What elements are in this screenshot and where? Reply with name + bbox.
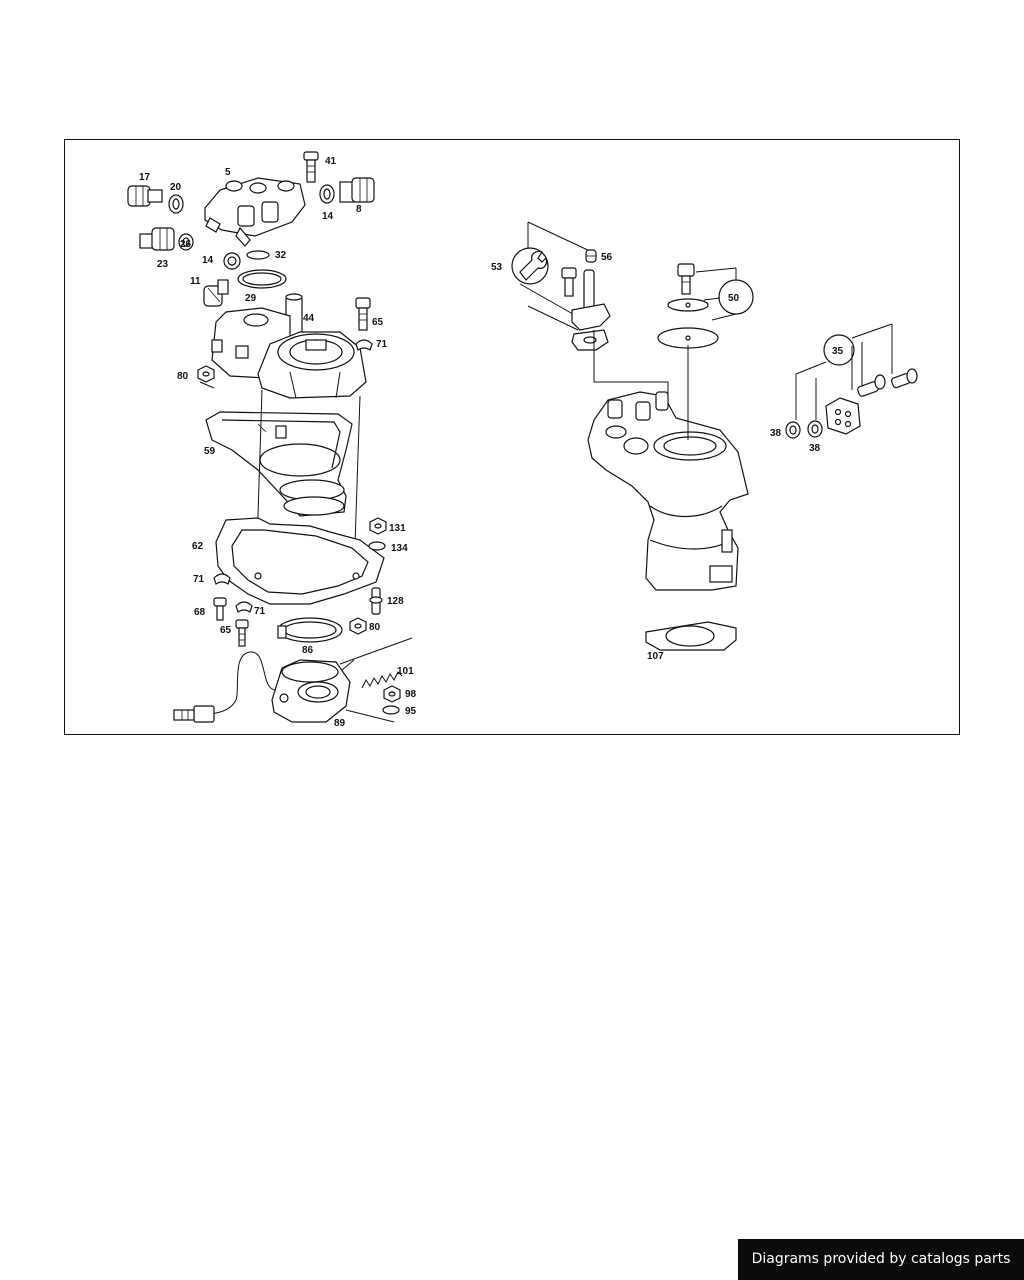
part-131-nut <box>369 517 387 535</box>
label-131: 131 <box>389 523 406 534</box>
label-41: 41 <box>325 156 337 167</box>
label-38-left: 38 <box>770 428 782 439</box>
label-80-lower: 80 <box>369 622 381 633</box>
part-71-clip-top <box>355 339 373 351</box>
label-26: 26 <box>180 239 192 250</box>
part-68-bolt <box>213 597 227 621</box>
label-14-top: 14 <box>322 211 334 222</box>
label-23: 23 <box>157 259 169 270</box>
part-71-clip-left <box>213 573 231 585</box>
part-11-union <box>203 279 229 307</box>
label-95: 95 <box>405 706 417 717</box>
label-86: 86 <box>302 645 314 656</box>
part-89-throttle-body <box>173 651 351 723</box>
label-65-top: 65 <box>372 317 384 328</box>
label-20: 20 <box>170 182 182 193</box>
part-98-nut <box>383 685 401 703</box>
part-35-group <box>785 323 918 439</box>
label-59: 59 <box>204 446 216 457</box>
part-101-spring <box>339 637 413 723</box>
label-65-lower: 65 <box>220 625 232 636</box>
label-71-top: 71 <box>376 339 388 350</box>
label-128: 128 <box>387 596 404 607</box>
part-14-washer-top <box>319 184 335 204</box>
part-8-union <box>339 177 375 203</box>
label-29: 29 <box>245 293 257 304</box>
part-23-union <box>139 227 175 251</box>
part-5-fitting-block <box>204 177 306 247</box>
part-56-screw <box>585 249 597 263</box>
label-68: 68 <box>194 607 206 618</box>
label-71-left: 71 <box>193 574 205 585</box>
label-62: 62 <box>192 541 204 552</box>
part-71-clip-lower <box>235 601 253 613</box>
label-71-lower: 71 <box>254 606 266 617</box>
part-107-gasket <box>645 621 737 651</box>
part-80-nut-lower <box>349 617 367 635</box>
regulator-body <box>587 390 749 591</box>
label-56: 56 <box>601 252 613 263</box>
part-53-wrench-symbol <box>511 221 593 331</box>
label-32: 32 <box>275 250 287 261</box>
label-35: 35 <box>832 346 844 357</box>
part-41-bolt <box>303 151 319 183</box>
label-8: 8 <box>356 204 362 215</box>
part-44-pump-head <box>211 293 367 399</box>
label-80-top: 80 <box>177 371 189 382</box>
label-5: 5 <box>225 167 231 178</box>
label-50: 50 <box>728 293 740 304</box>
label-101: 101 <box>397 666 414 677</box>
part-17-union <box>127 185 163 207</box>
part-65-bolt-top <box>355 297 371 331</box>
part-86-hose-clamp <box>277 617 343 643</box>
label-53: 53 <box>491 262 503 273</box>
part-134-washer <box>368 541 386 551</box>
label-98: 98 <box>405 689 417 700</box>
label-17: 17 <box>139 172 151 183</box>
label-14-lower: 14 <box>202 255 214 266</box>
label-38-right: 38 <box>809 443 821 454</box>
adjusting-valve <box>561 267 611 351</box>
label-44: 44 <box>303 313 315 324</box>
credit-banner: Diagrams provided by catalogs parts <box>738 1239 1024 1280</box>
part-32-oring <box>246 250 270 260</box>
part-128-stud <box>369 587 383 615</box>
label-11: 11 <box>190 276 201 287</box>
part-62-gasket <box>215 517 385 605</box>
part-65-bolt-lower <box>235 619 249 647</box>
part-59-housing <box>205 411 353 517</box>
label-107: 107 <box>647 651 664 662</box>
label-89: 89 <box>334 718 346 729</box>
part-95-washer <box>382 705 400 715</box>
part-80-nut-top <box>197 365 215 383</box>
part-20-washer <box>168 194 184 214</box>
part-26-washer <box>178 233 194 251</box>
part-50-diaphragm <box>657 263 754 349</box>
part-14-washer-lower <box>223 252 241 270</box>
label-134: 134 <box>391 543 408 554</box>
